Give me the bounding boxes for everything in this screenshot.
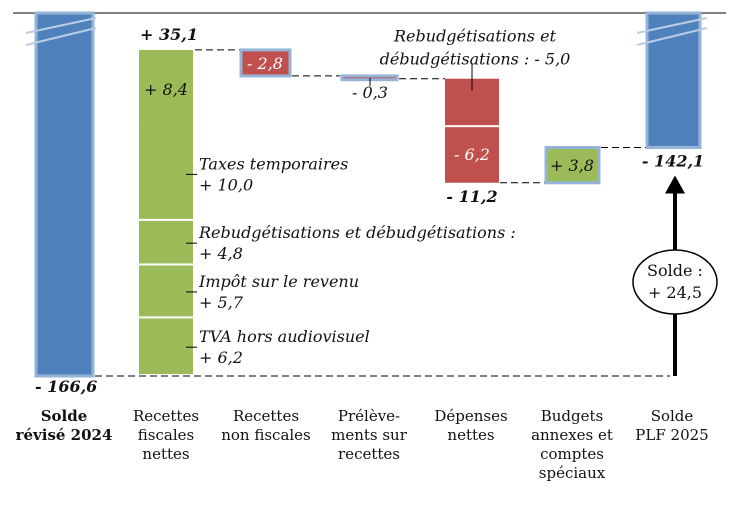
bar-recettes-non-fiscales — [239, 48, 292, 78]
bar-segment — [139, 318, 193, 374]
segment-value-label: + 5,7 — [199, 293, 244, 312]
bar-segment — [139, 127, 193, 219]
start-value-label: - 166,6 — [35, 377, 97, 396]
bar-segment — [139, 49, 193, 128]
axis-break-mark — [25, 27, 97, 46]
segment-label: Rebudgétisations et débudgétisations : — [198, 223, 516, 242]
segment-label: Impôt sur le revenu — [198, 272, 359, 291]
category-label: Solde révisé 2024 — [15, 407, 113, 444]
bar-end — [645, 11, 702, 149]
bar-start — [34, 11, 95, 378]
bar-segment — [445, 127, 499, 183]
annotation-value: + 24,5 — [648, 283, 702, 302]
bar-value-label: + 3,8 — [550, 156, 594, 175]
chart-plot: - 166,6 TVA hors audiovisuel + 6,2 Impôt su… — [13, 11, 726, 396]
segment-label: Taxes temporaires — [199, 154, 348, 173]
category-label: Solde PLF 2025 — [635, 407, 709, 444]
segment-value-label: + 4,8 — [199, 244, 243, 263]
bar-value-label: - 2,8 — [247, 54, 283, 73]
category-label: Prélève- ments sur recettes — [331, 407, 407, 463]
axis-break-mark — [636, 27, 708, 46]
segment-label: TVA hors audiovisuel — [199, 327, 370, 346]
segment-value-label: + 6,2 — [199, 348, 243, 367]
category-label: Recettes non fiscales — [221, 407, 311, 444]
segment-label: Rebudgétisations et — [393, 27, 557, 46]
total-label: - 11,2 — [446, 187, 497, 206]
segment-value-label: - 6,2 — [454, 145, 490, 164]
category-label: Budgets annexes et comptes spéciaux — [531, 407, 613, 482]
bar-segment — [139, 220, 193, 264]
bar-budgets-annexes — [544, 145, 601, 185]
segment-label: débudgétisations : - 5,0 — [380, 50, 571, 69]
segment-value-label: + 10,0 — [199, 175, 253, 194]
segment-value-label: + 8,4 — [144, 80, 188, 99]
axis-break-mark — [636, 17, 708, 34]
category-label: Recettes fiscales nettes — [132, 407, 200, 463]
arrow-head — [665, 175, 685, 194]
bar-value-label: - 0,3 — [352, 83, 388, 102]
bar-segment — [139, 265, 193, 317]
annotation-label: Solde : — [647, 261, 703, 280]
end-value-label: - 142,1 — [642, 151, 704, 170]
annotation-ellipse — [632, 249, 718, 315]
axis-break-mark — [25, 17, 97, 34]
category-label: Dépenses nettes — [434, 407, 508, 444]
total-label: + 35,1 — [140, 25, 198, 44]
